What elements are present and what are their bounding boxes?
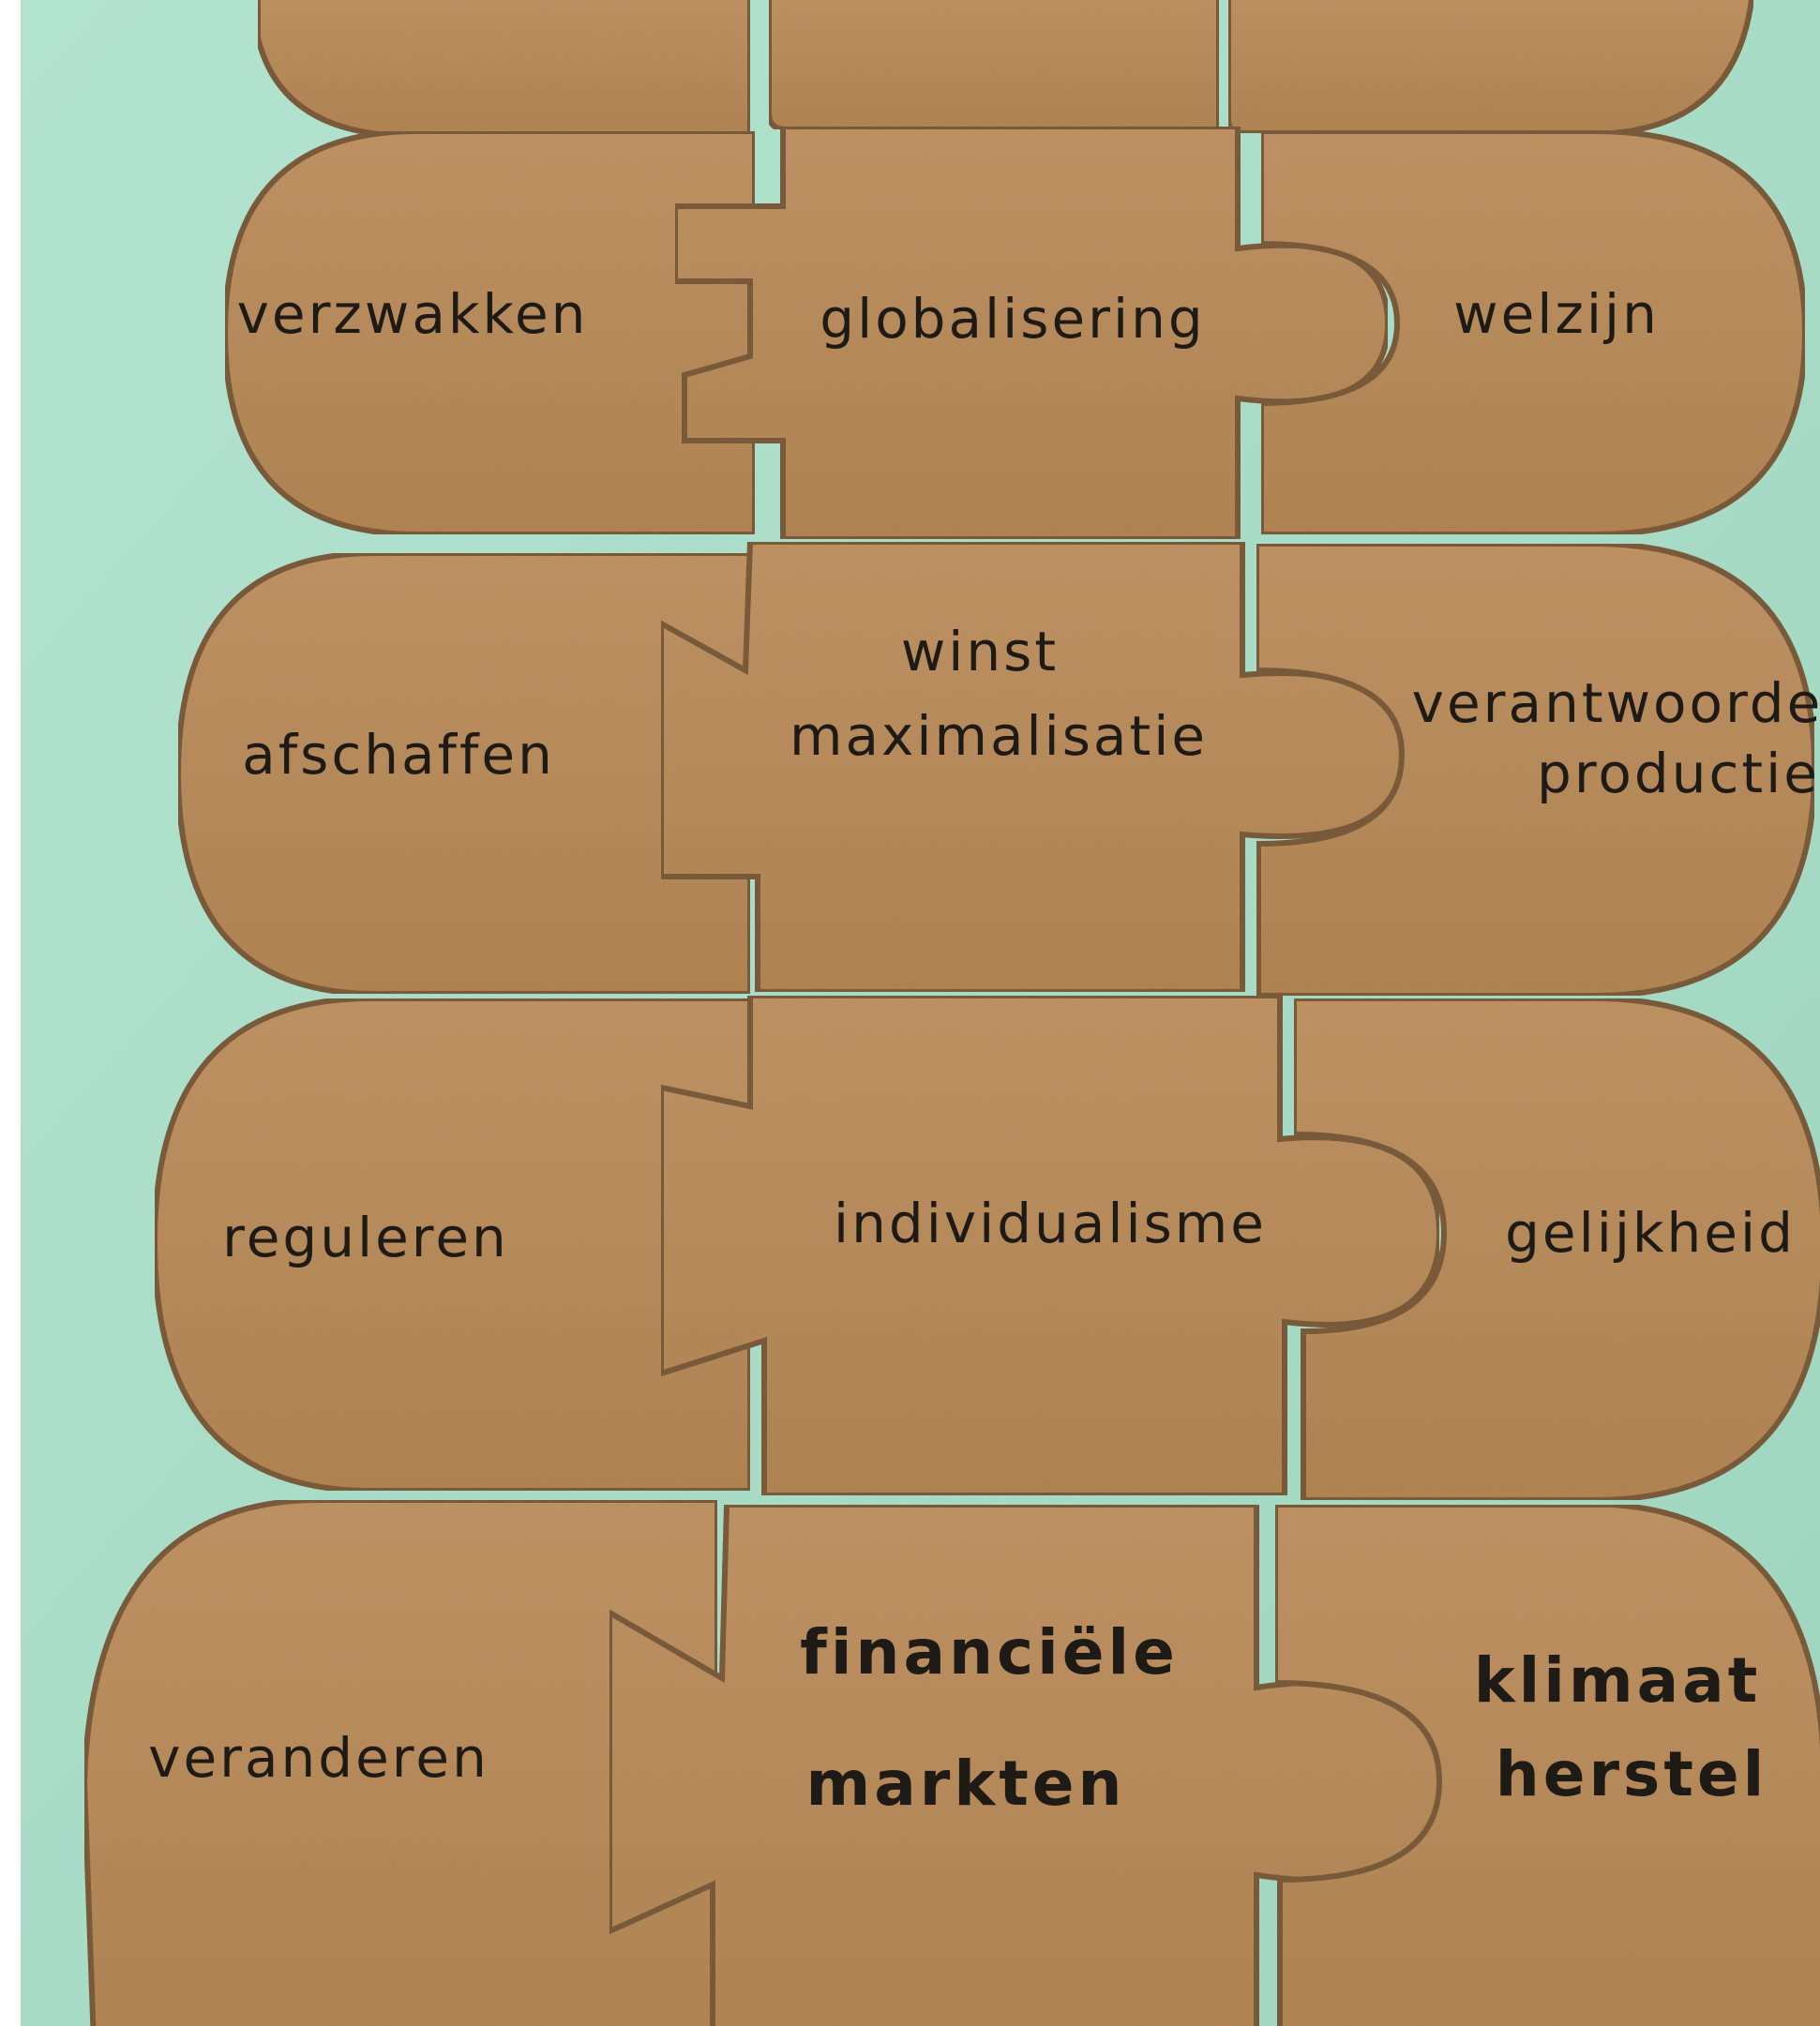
puzzle-piece-left	[151, 996, 753, 1493]
puzzle-piece-left	[81, 1497, 720, 2026]
puzzle-piece-left	[221, 128, 758, 537]
puzzle-row-top-partial	[255, 0, 1754, 139]
puzzle-piece-right	[1258, 128, 1809, 537]
puzzle-row	[221, 124, 1809, 542]
puzzle-piece-right	[1254, 541, 1818, 998]
word-left: verzwakken	[237, 282, 589, 346]
word-center: globalisering	[820, 287, 1205, 351]
puzzle-row	[174, 539, 1818, 998]
puzzle-piece	[1226, 0, 1754, 136]
puzzle-piece	[766, 0, 1222, 132]
puzzle-piece-left	[174, 550, 753, 997]
word-right: gelijkheid	[1505, 1201, 1796, 1265]
word-right-line1: verantwoorde	[1412, 671, 1820, 735]
word-right: welzijn	[1453, 282, 1660, 346]
word-center-line2: markten	[805, 1748, 1125, 1820]
word-right-line1: klimaat	[1474, 1644, 1762, 1717]
word-center-line1: financiële	[800, 1616, 1179, 1688]
puzzle-row	[81, 1497, 1820, 2026]
word-center: individualisme	[834, 1192, 1267, 1255]
word-center-line1: winst	[901, 620, 1059, 683]
word-right-line2: herstel	[1496, 1738, 1768, 1810]
word-left: veranderen	[148, 1726, 489, 1790]
word-center-line2: maximalisatie	[790, 704, 1208, 768]
word-right-line2: productie	[1537, 742, 1820, 805]
word-left: reguleren	[222, 1206, 509, 1269]
word-left: afschaffen	[242, 723, 555, 787]
puzzle-piece	[255, 0, 753, 139]
puzzle-piece-right	[1272, 1502, 1820, 2026]
puzzle-piece-right	[1291, 996, 1820, 1503]
puzzle-row	[151, 993, 1820, 1503]
